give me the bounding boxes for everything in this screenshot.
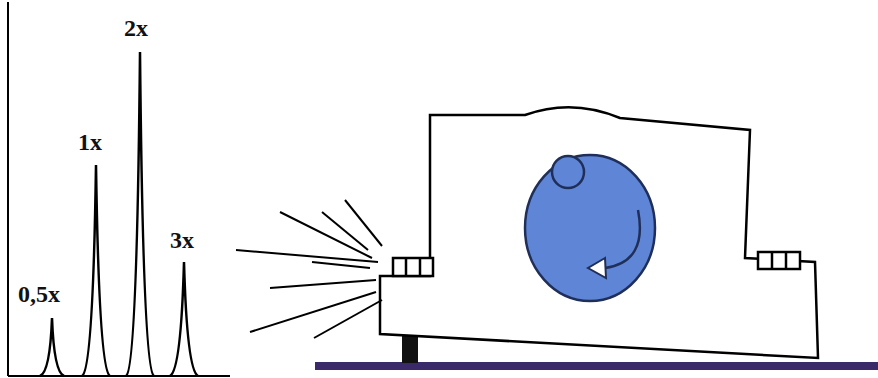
- vibration-lines: [236, 200, 382, 338]
- right-bolt-head: [758, 252, 800, 269]
- peak-label: 3x: [170, 228, 194, 252]
- spectrum-peaks: [40, 52, 198, 376]
- peak-label: 0,5x: [18, 282, 60, 306]
- loose-bolt-head: [393, 258, 433, 276]
- base-plate: [315, 362, 878, 370]
- rotation-arrowhead: [588, 258, 606, 278]
- shaft-mark: [552, 156, 584, 188]
- rotation-arrow: [605, 210, 640, 268]
- spectrum-axes: [8, 2, 230, 376]
- loose-bolt-shaft: [402, 333, 418, 363]
- shaft: [525, 155, 655, 301]
- peak-label: 1x: [78, 130, 102, 154]
- peak-label: 2x: [124, 16, 148, 40]
- bearing-housing: [380, 107, 818, 358]
